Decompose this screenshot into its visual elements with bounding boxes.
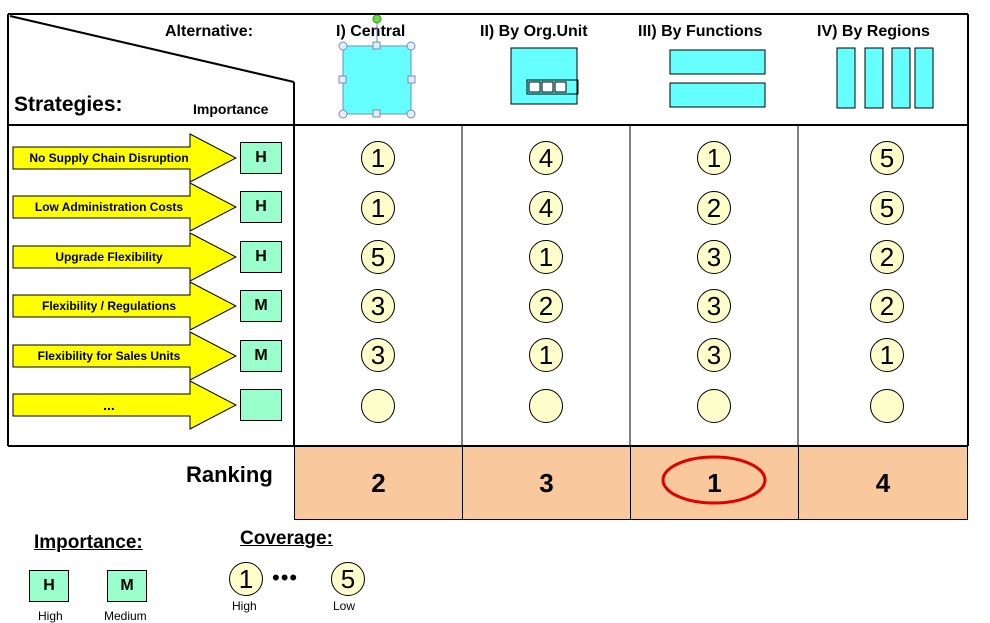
coverage-circle: 1 — [697, 141, 731, 175]
arrow-shape — [12, 182, 237, 232]
strategy-arrow: Flexibility for Sales Units — [12, 331, 237, 381]
coverage-circle: 4 — [529, 141, 563, 175]
arrow-shape — [12, 232, 237, 282]
legend-coverage-title: Coverage: — [240, 528, 333, 549]
strategy-arrow: Upgrade Flexibility — [12, 232, 237, 282]
coverage-circle: 5 — [361, 240, 395, 274]
importance-header-label: Importance — [193, 101, 269, 117]
coverage-circle — [529, 389, 563, 423]
importance-badge: M — [240, 290, 282, 322]
column-title-functions: III) By Functions — [638, 23, 763, 40]
regions-columns-icon — [836, 47, 934, 109]
ranking-cell-org-unit: 3 — [462, 446, 631, 520]
legend-coverage-low-label: Low — [333, 599, 356, 613]
strategy-label: Low Administration Costs — [34, 200, 184, 214]
coverage-circle: 3 — [697, 338, 731, 372]
ranking-cell-regions: 4 — [798, 446, 968, 520]
best-rank-highlight-ring — [661, 455, 767, 505]
coverage-circle: 1 — [529, 338, 563, 372]
legend-high-badge: H — [29, 570, 69, 602]
legend-medium-label: Medium — [104, 609, 147, 623]
central-square-icon[interactable] — [335, 14, 421, 124]
strategy-arrow: ... — [12, 380, 237, 430]
legend-importance-title: Importance: — [34, 532, 143, 553]
arrow-shape — [12, 331, 237, 381]
arrow-shape — [12, 380, 237, 430]
legend-coverage-end-circle: 5 — [331, 562, 365, 596]
legend-coverage-high-label: High — [232, 599, 257, 613]
org-unit-icon — [510, 47, 579, 105]
legend-high-label: High — [38, 609, 63, 623]
coverage-circle: 1 — [870, 338, 904, 372]
coverage-circle — [361, 389, 395, 423]
strategy-label: Flexibility / Regulations — [41, 299, 177, 313]
coverage-circle: 4 — [529, 191, 563, 225]
strategies-label: Strategies: — [14, 93, 123, 116]
coverage-circle: 2 — [870, 240, 904, 274]
strategy-label: Flexibility for Sales Units — [37, 349, 181, 363]
column-title-regions: IV) By Regions — [817, 23, 930, 40]
strategy-arrow: Flexibility / Regulations — [12, 281, 237, 331]
alternative-label: Alternative: — [165, 23, 254, 40]
legend-medium-badge: M — [107, 570, 147, 602]
coverage-circle: 2 — [529, 289, 563, 323]
coverage-circle: 3 — [697, 240, 731, 274]
importance-badge: M — [240, 340, 282, 372]
strategy-arrow: Low Administration Costs — [12, 182, 237, 232]
coverage-circle: 1 — [361, 141, 395, 175]
coverage-circle: 1 — [361, 191, 395, 225]
coverage-circle: 2 — [870, 289, 904, 323]
strategy-label: ... — [103, 397, 115, 413]
importance-badge: H — [240, 241, 282, 273]
arrow-shape — [12, 133, 237, 183]
strategy-label: No Supply Chain Disruption — [29, 151, 189, 165]
coverage-circle: 5 — [870, 141, 904, 175]
importance-badge: H — [240, 142, 282, 174]
coverage-circle — [697, 389, 731, 423]
importance-badge: H — [240, 191, 282, 223]
ranking-label: Ranking — [186, 462, 273, 487]
coverage-circle: 3 — [697, 289, 731, 323]
functions-bars-icon — [669, 49, 766, 108]
strategy-label: Upgrade Flexibility — [55, 250, 163, 264]
column-title-central: I) Central — [336, 23, 406, 40]
legend-coverage-dots: ••• — [272, 565, 299, 590]
coverage-circle: 1 — [529, 240, 563, 274]
ranking-cell-central: 2 — [294, 446, 463, 520]
coverage-circle: 3 — [361, 338, 395, 372]
column-title-org-unit: II) By Org.Unit — [480, 23, 588, 40]
legend-coverage-start-circle: 1 — [229, 562, 263, 596]
coverage-circle: 2 — [697, 191, 731, 225]
coverage-circle: 5 — [870, 191, 904, 225]
coverage-circle: 3 — [361, 289, 395, 323]
importance-badge — [240, 389, 282, 421]
arrow-shape — [12, 281, 237, 331]
strategy-arrow: No Supply Chain Disruption — [12, 133, 237, 183]
coverage-circle — [870, 389, 904, 423]
